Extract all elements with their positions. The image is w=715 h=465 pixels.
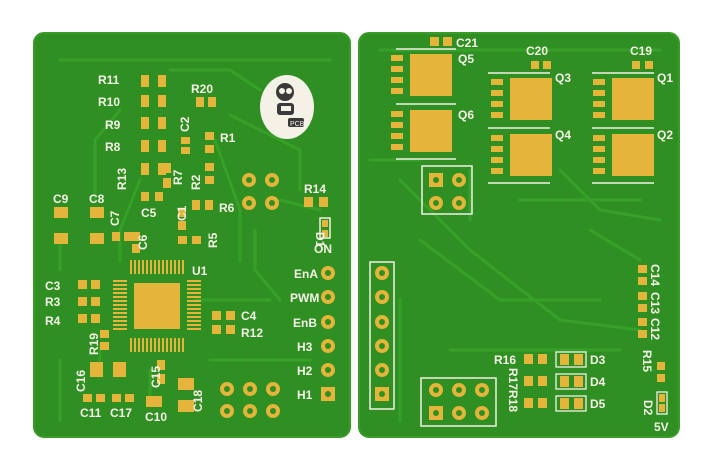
label-c3: C3 — [45, 279, 61, 293]
label-r5: R5 — [206, 232, 220, 248]
label-c8: C8 — [89, 192, 105, 206]
left-traces — [58, 58, 332, 422]
robot-logo-icon: PCB — [260, 75, 314, 139]
right-board: C21 Q5 Q6 C20 Q3 Q4 — [358, 32, 680, 438]
label-h3: H3 — [297, 340, 313, 354]
label-r2: R2 — [189, 174, 203, 190]
label-r4: R4 — [45, 314, 61, 328]
label-r6: R6 — [219, 201, 235, 215]
label-c20: C20 — [526, 44, 548, 58]
label-u1: U1 — [192, 264, 208, 278]
label-r10: R10 — [98, 95, 120, 109]
header-1x6 — [369, 261, 395, 410]
label-c15: C15 — [149, 366, 163, 388]
label-d2: D2 — [641, 400, 655, 416]
label-r16: R16 — [494, 353, 516, 367]
label-r8: R8 — [105, 140, 121, 154]
mosfet-q4 — [488, 127, 552, 184]
label-r17r18: R17R18 — [506, 368, 520, 412]
right-column-passives — [638, 265, 668, 415]
label-c11: C11 — [80, 406, 102, 420]
label-h2: H2 — [297, 364, 313, 378]
label-r12: R12 — [241, 326, 263, 340]
label-c1: C1 — [175, 205, 189, 221]
mosfet-q2 — [592, 127, 654, 184]
label-r13: R13 — [115, 168, 129, 190]
label-c2: C2 — [178, 116, 192, 132]
left-board: PCB R11 R10 R9 R8 R13 R20 C2 R1 R7 R2 C — [33, 32, 351, 438]
label-c4: C4 — [241, 309, 257, 323]
right-traces — [368, 48, 662, 422]
label-c18: C18 — [191, 390, 205, 412]
label-c14: C14 — [648, 264, 662, 286]
label-q3: Q3 — [555, 71, 571, 85]
label-r19: R19 — [87, 333, 101, 355]
label-q1: Q1 — [657, 71, 673, 85]
label-q2: Q2 — [657, 128, 673, 142]
header-2x2-top — [242, 173, 279, 210]
label-c9: C9 — [53, 192, 69, 206]
label-c16: C16 — [74, 370, 88, 392]
label-c7: C7 — [108, 210, 122, 226]
header-2x3-bottom — [220, 382, 280, 418]
label-r15: R15 — [640, 350, 654, 372]
mcu-u1 — [113, 260, 201, 352]
resistor-diode-group — [524, 351, 587, 412]
label-r9: R9 — [105, 118, 121, 132]
label-c5: C5 — [141, 206, 157, 220]
label-enb: EnB — [293, 316, 317, 330]
mosfet-q3 — [488, 72, 552, 120]
label-c12: C12 — [648, 318, 662, 340]
label-ena: EnA — [294, 267, 318, 281]
mosfet-q5 — [391, 48, 456, 96]
label-5v: 5V — [654, 420, 669, 434]
label-h1: H1 — [297, 388, 313, 402]
label-c19: C19 — [630, 44, 652, 58]
label-r20: R20 — [191, 82, 213, 96]
label-r14: R14 — [304, 182, 326, 196]
label-d3: D3 — [590, 353, 606, 367]
label-pwm: PWM — [290, 291, 319, 305]
connector-column — [321, 266, 335, 401]
label-q5: Q5 — [458, 52, 474, 66]
label-d4: D4 — [590, 375, 606, 389]
label-q6: Q6 — [458, 108, 474, 122]
label-d5: D5 — [590, 397, 606, 411]
header-2x2-right — [421, 165, 473, 215]
label-c6: C6 — [136, 234, 150, 250]
label-d1: D1 — [313, 232, 327, 248]
label-on: ON — [314, 242, 332, 256]
label-r1: R1 — [220, 131, 236, 145]
label-c13: C13 — [648, 292, 662, 314]
label-r11: R11 — [98, 73, 120, 87]
label-r3: R3 — [45, 295, 61, 309]
label-c21: C21 — [456, 36, 478, 50]
mosfet-q6 — [391, 103, 456, 160]
label-c10: C10 — [145, 410, 167, 424]
label-q4: Q4 — [555, 128, 571, 142]
svg-text:PCB: PCB — [290, 121, 305, 128]
header-2x3-right — [420, 377, 497, 427]
mosfet-q1 — [592, 72, 654, 120]
resistor-stack — [141, 75, 166, 175]
label-r7: R7 — [171, 169, 185, 185]
label-c17: C17 — [110, 406, 132, 420]
